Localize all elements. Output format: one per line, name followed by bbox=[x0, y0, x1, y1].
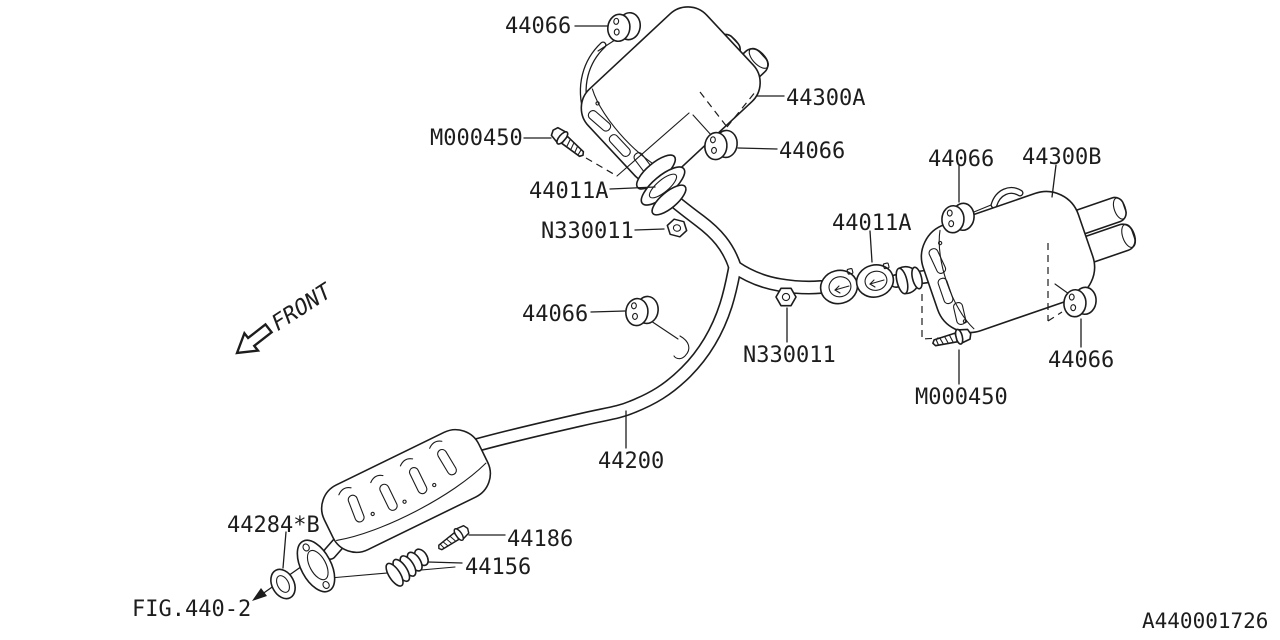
front-gasket-drawing bbox=[270, 568, 296, 600]
part-label-44300b[interactable]: 44300B bbox=[1022, 145, 1102, 170]
spring-drawing bbox=[385, 548, 429, 587]
part-label-44066-a[interactable]: 44066 bbox=[505, 14, 572, 39]
upper-gasket-joint-drawing bbox=[635, 154, 687, 216]
part-label-44066-e[interactable]: 44066 bbox=[1048, 348, 1115, 373]
part-label-44066-d[interactable]: 44066 bbox=[928, 147, 995, 172]
upper-nut-drawing bbox=[664, 217, 690, 239]
muffler-b-hanger-bracket bbox=[990, 187, 1024, 209]
part-label-n330011-a[interactable]: N330011 bbox=[541, 219, 634, 244]
part-label-44011a-b[interactable]: 44011A bbox=[832, 211, 912, 236]
hanger-hook-c bbox=[673, 335, 690, 360]
lower-nut-drawing bbox=[775, 287, 797, 307]
hanger-rod-b bbox=[692, 114, 713, 137]
part-label-m000450-a[interactable]: M000450 bbox=[430, 126, 523, 151]
spring-bolt-drawing bbox=[434, 522, 473, 555]
part-label-44066-b[interactable]: 44066 bbox=[779, 139, 846, 164]
construction-lines bbox=[585, 90, 1063, 340]
catalytic-converter-drawing bbox=[320, 428, 492, 554]
part-label-44011a-a[interactable]: 44011A bbox=[529, 179, 609, 204]
part-label-44300a[interactable]: 44300A bbox=[786, 86, 866, 111]
front-arrow bbox=[235, 322, 274, 355]
part-label-44200[interactable]: 44200 bbox=[598, 449, 665, 474]
hanger-cushion-a bbox=[605, 9, 643, 45]
part-label-44186[interactable]: 44186 bbox=[507, 527, 574, 552]
leader-lines bbox=[282, 25, 1082, 569]
fig-ref-arrowhead bbox=[252, 588, 267, 601]
muffler-a-drawing bbox=[580, 6, 761, 185]
right-gaskets-drawing bbox=[819, 262, 923, 305]
hanger-rod-e bbox=[1054, 283, 1070, 295]
front-flange-drawing bbox=[296, 539, 336, 593]
upper-bolt-drawing bbox=[547, 123, 589, 162]
part-label-44284b[interactable]: 44284*B bbox=[227, 513, 320, 538]
muffler-b-drawing bbox=[920, 190, 1096, 334]
part-label-44156[interactable]: 44156 bbox=[465, 555, 532, 580]
part-label-44066-c[interactable]: 44066 bbox=[522, 302, 589, 327]
part-label-m000450-b[interactable]: M000450 bbox=[915, 385, 1008, 410]
part-label-n330011-b[interactable]: N330011 bbox=[743, 343, 836, 368]
diagram-code: A440001726 bbox=[1142, 609, 1269, 633]
figure-reference-label[interactable]: FIG.440-2 bbox=[132, 597, 252, 622]
hanger-rod-c bbox=[650, 320, 679, 340]
